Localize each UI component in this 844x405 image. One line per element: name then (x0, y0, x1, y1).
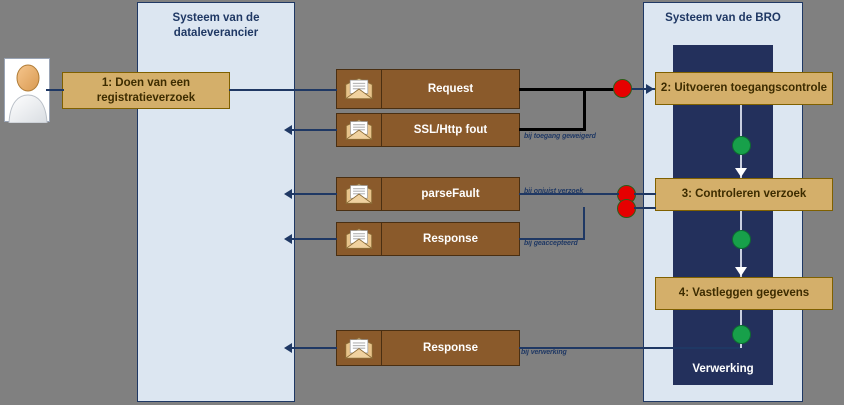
message-response-middle[interactable]: Response (336, 222, 520, 256)
arrow-to-process2 (646, 84, 654, 94)
connector-response-middle-vertical (583, 207, 585, 239)
connector-toegang-branch-vertical (583, 89, 586, 130)
connector-parsefault-to-left (292, 193, 337, 195)
process-3-label: 3: Controleren verzoek (681, 188, 807, 200)
lane-left-title-line1: Systeem van de (172, 12, 260, 24)
verwerking-label: Verwerking (673, 363, 773, 375)
message-response-middle-label: Response (423, 233, 478, 245)
process-4-label: 4: Vastleggen gegevens (678, 287, 810, 299)
arrow-down-to-process4 (735, 267, 747, 276)
message-ssl-http-fout-label: SSL/Http fout (413, 124, 488, 136)
arrow-response-bottom-left (284, 343, 292, 353)
message-parsefault-label: parseFault (421, 188, 480, 200)
lane-right-title-line1: Systeem van de BRO (665, 12, 781, 24)
arrow-response-middle-left (284, 234, 292, 244)
connector-reddot1-to-process2 (627, 88, 655, 90)
connector-reddot-geaccepteerd-to-process3 (634, 207, 656, 209)
annotation-2-text: bij onjuist verzoek (524, 188, 584, 195)
message-request[interactable]: Request (336, 69, 520, 109)
lane-dataleverancier: Systeem van de dataleverancier (137, 2, 295, 402)
annotation-1-text: bij toegang geweigerd (524, 133, 596, 140)
connector-toegang-branch-horizontal (519, 128, 586, 131)
lane-dataleverancier-title: Systeem van de dataleverancier (138, 11, 294, 41)
message-parsefault[interactable]: parseFault (336, 177, 520, 211)
process-2-uitvoeren-toegangscontrole[interactable]: 2: Uitvoeren toegangscontrole (655, 72, 833, 105)
envelope-icon (337, 331, 382, 365)
annotation-toegang-geweigerd: bij toegang geweigerd (524, 133, 596, 140)
arrow-parsefault-left (284, 189, 292, 199)
flow-dot-p3-p4[interactable] (732, 230, 751, 249)
process-3-controleren-verzoek[interactable]: 3: Controleren verzoek (655, 178, 833, 211)
arrow-sslfout-left (284, 125, 292, 135)
decision-dot-toegang[interactable] (613, 79, 632, 98)
connector-parsefault-line (519, 193, 619, 195)
process-1-doen-registratieverzoek[interactable]: 1: Doen van een registratieverzoek (62, 72, 230, 109)
message-response-bottom[interactable]: Response (336, 330, 520, 366)
annotation-4-text: bij verwerking (521, 349, 567, 356)
connector-actor-to-process1 (46, 89, 64, 91)
arrow-down-to-process3 (735, 168, 747, 177)
annotation-onjuist-verzoek: bij onjuist verzoek (524, 188, 583, 195)
verwerking-text: Verwerking (692, 363, 754, 375)
connector-response-bottom-to-left (292, 347, 337, 349)
message-ssl-http-fout[interactable]: SSL/Http fout (336, 113, 520, 147)
message-response-bottom-label: Response (423, 342, 478, 354)
connector-response-bottom-from-bro (519, 347, 741, 349)
annotation-3-text: bij geaccepteerd (524, 240, 578, 247)
process-4-vastleggen-gegevens[interactable]: 4: Vastleggen gegevens (655, 277, 833, 310)
connector-response-middle-horizontal (519, 238, 585, 240)
connector-response-middle-to-left (292, 238, 337, 240)
connector-request-to-toegangscontrole (519, 88, 615, 91)
envelope-icon (337, 114, 382, 146)
connector-sslfout-to-left (292, 129, 337, 131)
lane-left-title-line2: dataleverancier (173, 27, 259, 39)
message-request-label: Request (427, 83, 474, 95)
connector-reddot-onjuist-to-process3 (634, 193, 656, 195)
bro-flow-spine (740, 103, 742, 335)
flow-dot-p2-p3[interactable] (732, 136, 751, 155)
person-icon (8, 64, 48, 124)
annotation-geaccepteerd: bij geaccepteerd (524, 240, 578, 247)
lane-bro-title: Systeem van de BRO (644, 11, 802, 26)
annotation-verwerking: bij verwerking (521, 349, 567, 356)
envelope-icon (337, 223, 382, 255)
flow-dot-p4-verwerking[interactable] (732, 325, 751, 344)
process-1-label: 1: Doen van een registratieverzoek (96, 76, 196, 104)
process-2-label: 2: Uitvoeren toegangscontrole (660, 82, 828, 94)
connector-process1-to-request (229, 89, 337, 91)
envelope-icon (337, 70, 382, 108)
actor-avatar (4, 58, 50, 124)
envelope-icon (337, 178, 382, 210)
